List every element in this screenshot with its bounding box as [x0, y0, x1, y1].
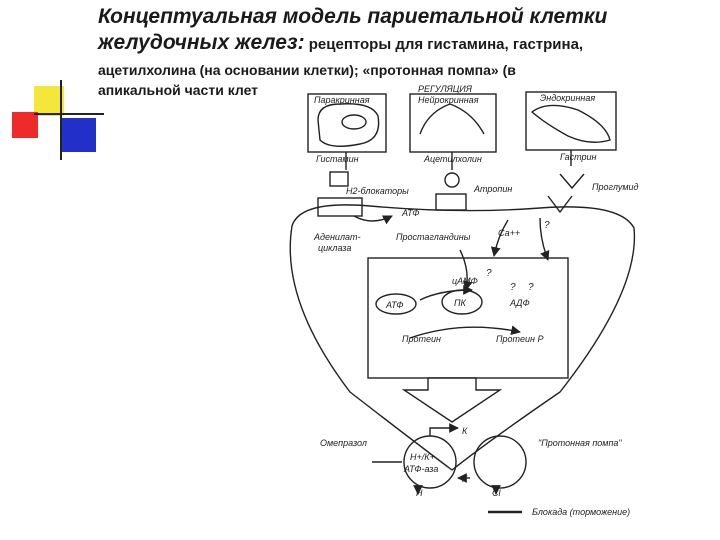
neurocrine-label: Нейрокринная: [418, 95, 479, 105]
acetylcholine-label: Ацетилхолин: [423, 154, 482, 164]
question-mark-4: ?: [528, 282, 534, 293]
title-line-2-rest: рецепторы для гистамина, гастрина,: [304, 36, 584, 53]
paracrine-box: [307, 93, 387, 153]
title-line-1: Концептуальная модель париетальной клетк…: [98, 5, 608, 28]
proton-pump-label: "Протонная помпа": [538, 438, 622, 448]
deco-vertical-line: [60, 80, 62, 160]
deco-yellow-square: [34, 86, 64, 116]
deco-horizontal-line: [34, 113, 104, 115]
big-down-arrow: [401, 377, 503, 423]
atropine-label: Атропин: [473, 184, 512, 194]
omeprazole-label: Омепразол: [320, 438, 367, 448]
atp-pk-label: АТФ: [385, 300, 403, 310]
question-mark-3: ?: [510, 282, 516, 293]
deco-red-square: [12, 112, 38, 138]
endocrine-label: Эндокринная: [540, 93, 595, 103]
prostaglandins-label: Простагландины: [396, 232, 471, 242]
blockade-label: Блокада (торможение): [532, 507, 630, 517]
title-line-2: желудочных желез: рецепторы для гистамин…: [98, 30, 708, 58]
histamine-label: Гистамин: [316, 154, 359, 164]
k-out-label: К: [462, 474, 468, 484]
proglumide-label: Проглумид: [592, 182, 639, 192]
neurocrine-box: [409, 93, 497, 153]
pk-label: ПК: [454, 298, 467, 308]
gastrin-receptor: [559, 173, 585, 190]
atp-top-label: АТФ: [401, 208, 419, 218]
question-mark-1: ?: [544, 220, 550, 231]
paracrine-label: Паракринная: [314, 95, 370, 105]
title-line-3: ацетилхолина (на основании клетки); «про…: [98, 62, 516, 78]
paracrine-cell: [317, 103, 380, 147]
protein-label: Протеин: [402, 334, 441, 344]
adenylate-cyclase-label-2: циклаза: [318, 243, 351, 253]
h2-blockers-label: Н2-блокаторы: [346, 186, 409, 196]
cell-outline: [289, 204, 636, 471]
cl-out-label: Сl: [492, 488, 501, 498]
neurocrine-ending: [419, 103, 485, 135]
title-line-4: апикальной части клет: [98, 82, 259, 98]
title-line-2-italic: желудочных желез:: [98, 31, 305, 54]
acetylcholine-receptor: [444, 172, 460, 188]
slide-title: Концептуальная модель париетальной клетк…: [98, 4, 708, 100]
hk-atpase-circle: [403, 435, 457, 489]
paracrine-nucleus: [341, 114, 367, 130]
atropine-receptor: [435, 193, 467, 211]
k-in-label: К: [462, 426, 468, 436]
hk-atpase-label-2: АТФ-аза: [403, 464, 438, 474]
question-mark-2: ?: [486, 268, 492, 279]
adenylate-cyclase-label-1: Аденилат-: [313, 232, 361, 242]
hk-atpase-label-1: Н+/К+: [410, 452, 435, 462]
deco-blue-square: [60, 118, 96, 152]
endocrine-cell: [530, 104, 611, 143]
h2-blocker-box: [317, 197, 363, 217]
proglumide-receptor: [547, 195, 573, 214]
regulation-label: РЕГУЛЯЦИЯ: [418, 84, 473, 94]
adp-label: АДФ: [509, 298, 530, 308]
h2-receptor: [329, 171, 349, 187]
pump-circle: [473, 435, 527, 489]
protein-p-label: Протеин Р: [496, 334, 544, 344]
ca-label: Са++: [498, 228, 520, 238]
h-out-label: Н: [416, 488, 423, 498]
camp-label: цАМФ: [452, 276, 478, 286]
atp-ellipse: [375, 293, 417, 315]
gastrin-label: Гастрин: [560, 152, 597, 162]
